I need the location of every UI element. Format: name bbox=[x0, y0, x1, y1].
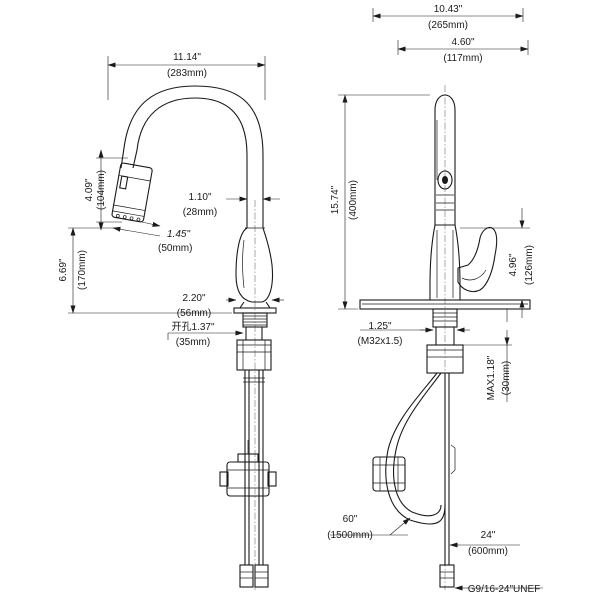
dim-supply-length: 24" (600mm) bbox=[449, 530, 520, 557]
dim-mounting-hole: 开孔1.37" (35mm) bbox=[167, 321, 244, 348]
dim-hose-length: 60" (1500mm) bbox=[327, 514, 411, 541]
spout-diameter-inch: 1.10" bbox=[188, 192, 211, 203]
front-view: 10.43" (265mm) 4.60" (117mm) 15.74" (400… bbox=[327, 4, 543, 595]
dim-head-length: 4.09" (104mm) bbox=[84, 149, 128, 231]
thread-mm: (M32x1.5) bbox=[357, 336, 402, 347]
side-view: 11.14" (283mm) 4.09" (104mm) 1.45" (50mm… bbox=[58, 52, 284, 590]
head-length-inch: 4.09" bbox=[84, 178, 95, 201]
dim-total-height: 15.74" (400mm) bbox=[330, 94, 430, 310]
front-hose-weight bbox=[372, 456, 406, 492]
faucet-body bbox=[235, 227, 274, 303]
deck-max-mm: (30mm) bbox=[501, 361, 512, 395]
side-connectors bbox=[239, 564, 269, 588]
base-diameter-mm: (56mm) bbox=[177, 308, 211, 319]
handle-height-inch: 4.96" bbox=[508, 253, 519, 276]
connector-thread: G9/16-24"UNEF bbox=[468, 584, 540, 595]
dim-base-diameter: 2.20" (56mm) bbox=[177, 293, 284, 319]
clearance-inch: 6.69" bbox=[58, 258, 69, 281]
plate-width-inch: 10.43" bbox=[434, 4, 463, 15]
hole-size-mm: (35mm) bbox=[176, 337, 210, 348]
supply-length-inch: 24" bbox=[481, 530, 496, 541]
spout-diameter-mm: (28mm) bbox=[183, 207, 217, 218]
hose-length-inch: 60" bbox=[343, 514, 358, 525]
dim-thread: 1.25" (M32x1.5) bbox=[357, 321, 470, 347]
base-diameter-inch: 2.20" bbox=[182, 293, 205, 304]
head-diameter-mm: (50mm) bbox=[158, 243, 192, 254]
spray-head bbox=[111, 162, 153, 223]
head-length-mm: (104mm) bbox=[96, 170, 107, 210]
side-supply-lines bbox=[243, 370, 265, 565]
dim-connector: G9/16-24"UNEF bbox=[454, 584, 543, 595]
clearance-mm: (170mm) bbox=[77, 250, 88, 290]
dim-deck-thickness: MAX1.18" (30mm) bbox=[463, 309, 512, 402]
total-height-mm: (400mm) bbox=[348, 180, 359, 220]
front-spout bbox=[434, 94, 456, 225]
thread-inch: 1.25" bbox=[368, 321, 391, 332]
hose-weight bbox=[219, 440, 277, 497]
side-width-inch: 11.14" bbox=[173, 52, 201, 63]
supply-length-mm: (600mm) bbox=[468, 546, 508, 557]
deck-max-inch: MAX1.18" bbox=[486, 355, 497, 400]
spray-button bbox=[436, 170, 454, 211]
pull-down-hose bbox=[385, 372, 446, 525]
shank-nut bbox=[236, 339, 272, 371]
dim-handle-offset: 4.60" (117mm) bbox=[397, 37, 529, 64]
hose-length-mm: (1500mm) bbox=[327, 530, 373, 541]
dim-clearance: 6.69" (170mm) bbox=[58, 227, 232, 314]
total-height-inch: 15.74" bbox=[330, 185, 341, 214]
dim-head-diameter: 1.45" (50mm) bbox=[112, 221, 192, 254]
handle-offset-inch: 4.60" bbox=[451, 37, 474, 48]
front-supply-lines bbox=[439, 373, 456, 588]
dim-plate-width: 10.43" (265mm) bbox=[372, 4, 524, 31]
dim-side-width: 11.14" (283mm) bbox=[107, 52, 266, 100]
dim-handle-height: 4.96" (126mm) bbox=[460, 208, 535, 318]
handle-lever bbox=[457, 226, 498, 293]
hole-size-inch: 开孔1.37" bbox=[171, 321, 214, 333]
head-diameter-inch: 1.45" bbox=[167, 229, 190, 240]
handle-height-mm: (126mm) bbox=[524, 245, 535, 285]
side-width-mm: (283mm) bbox=[167, 68, 207, 79]
dim-spout-diameter: 1.10" (28mm) bbox=[183, 192, 280, 218]
gooseneck-spout bbox=[120, 85, 264, 228]
handle-offset-mm: (117mm) bbox=[443, 53, 482, 64]
plate-width-mm: (265mm) bbox=[428, 20, 468, 31]
